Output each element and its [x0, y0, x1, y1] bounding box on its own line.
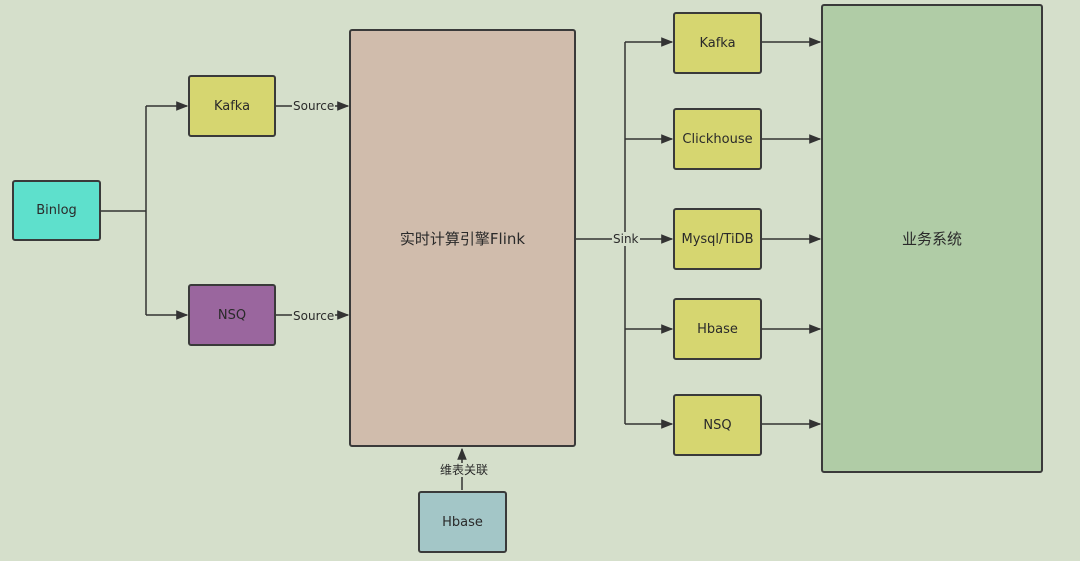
binlog-node: Binlog	[12, 180, 101, 241]
kafka-source-label: Kafka	[213, 98, 251, 114]
sink-clickhouse-label: Clickhouse	[682, 131, 753, 147]
source-nsq-edge-label: Source	[292, 309, 336, 323]
sink-mysql-label: Mysql/TiDB	[681, 231, 754, 247]
flink-engine-label: 实时计算引擎Flink	[399, 229, 526, 248]
sink-kafka-node: Kafka	[673, 12, 762, 74]
sink-hbase-node: Hbase	[673, 298, 762, 360]
sink-clickhouse-node: Clickhouse	[673, 108, 762, 170]
nsq-source-node: NSQ	[188, 284, 276, 346]
hbase-dimension-label: Hbase	[442, 514, 483, 530]
sink-nsq-node: NSQ	[673, 394, 762, 456]
source-kafka-edge-label: Source	[292, 99, 336, 113]
sink-mysql-node: Mysql/TiDB	[673, 208, 762, 270]
sink-kafka-label: Kafka	[699, 35, 736, 51]
hbase-dimension-node: Hbase	[418, 491, 507, 553]
sink-hbase-label: Hbase	[697, 321, 738, 337]
nsq-source-label: NSQ	[217, 307, 247, 323]
sink-edge-label: Sink	[612, 232, 640, 246]
binlog-label: Binlog	[36, 203, 77, 218]
flink-engine-node: 实时计算引擎Flink	[349, 29, 576, 447]
business-system-label: 业务系统	[901, 230, 962, 248]
sink-nsq-label: NSQ	[703, 417, 732, 433]
dim-join-edge-label: 维表关联	[439, 463, 490, 477]
business-system-node: 业务系统	[821, 4, 1043, 473]
kafka-source-node: Kafka	[188, 75, 276, 137]
